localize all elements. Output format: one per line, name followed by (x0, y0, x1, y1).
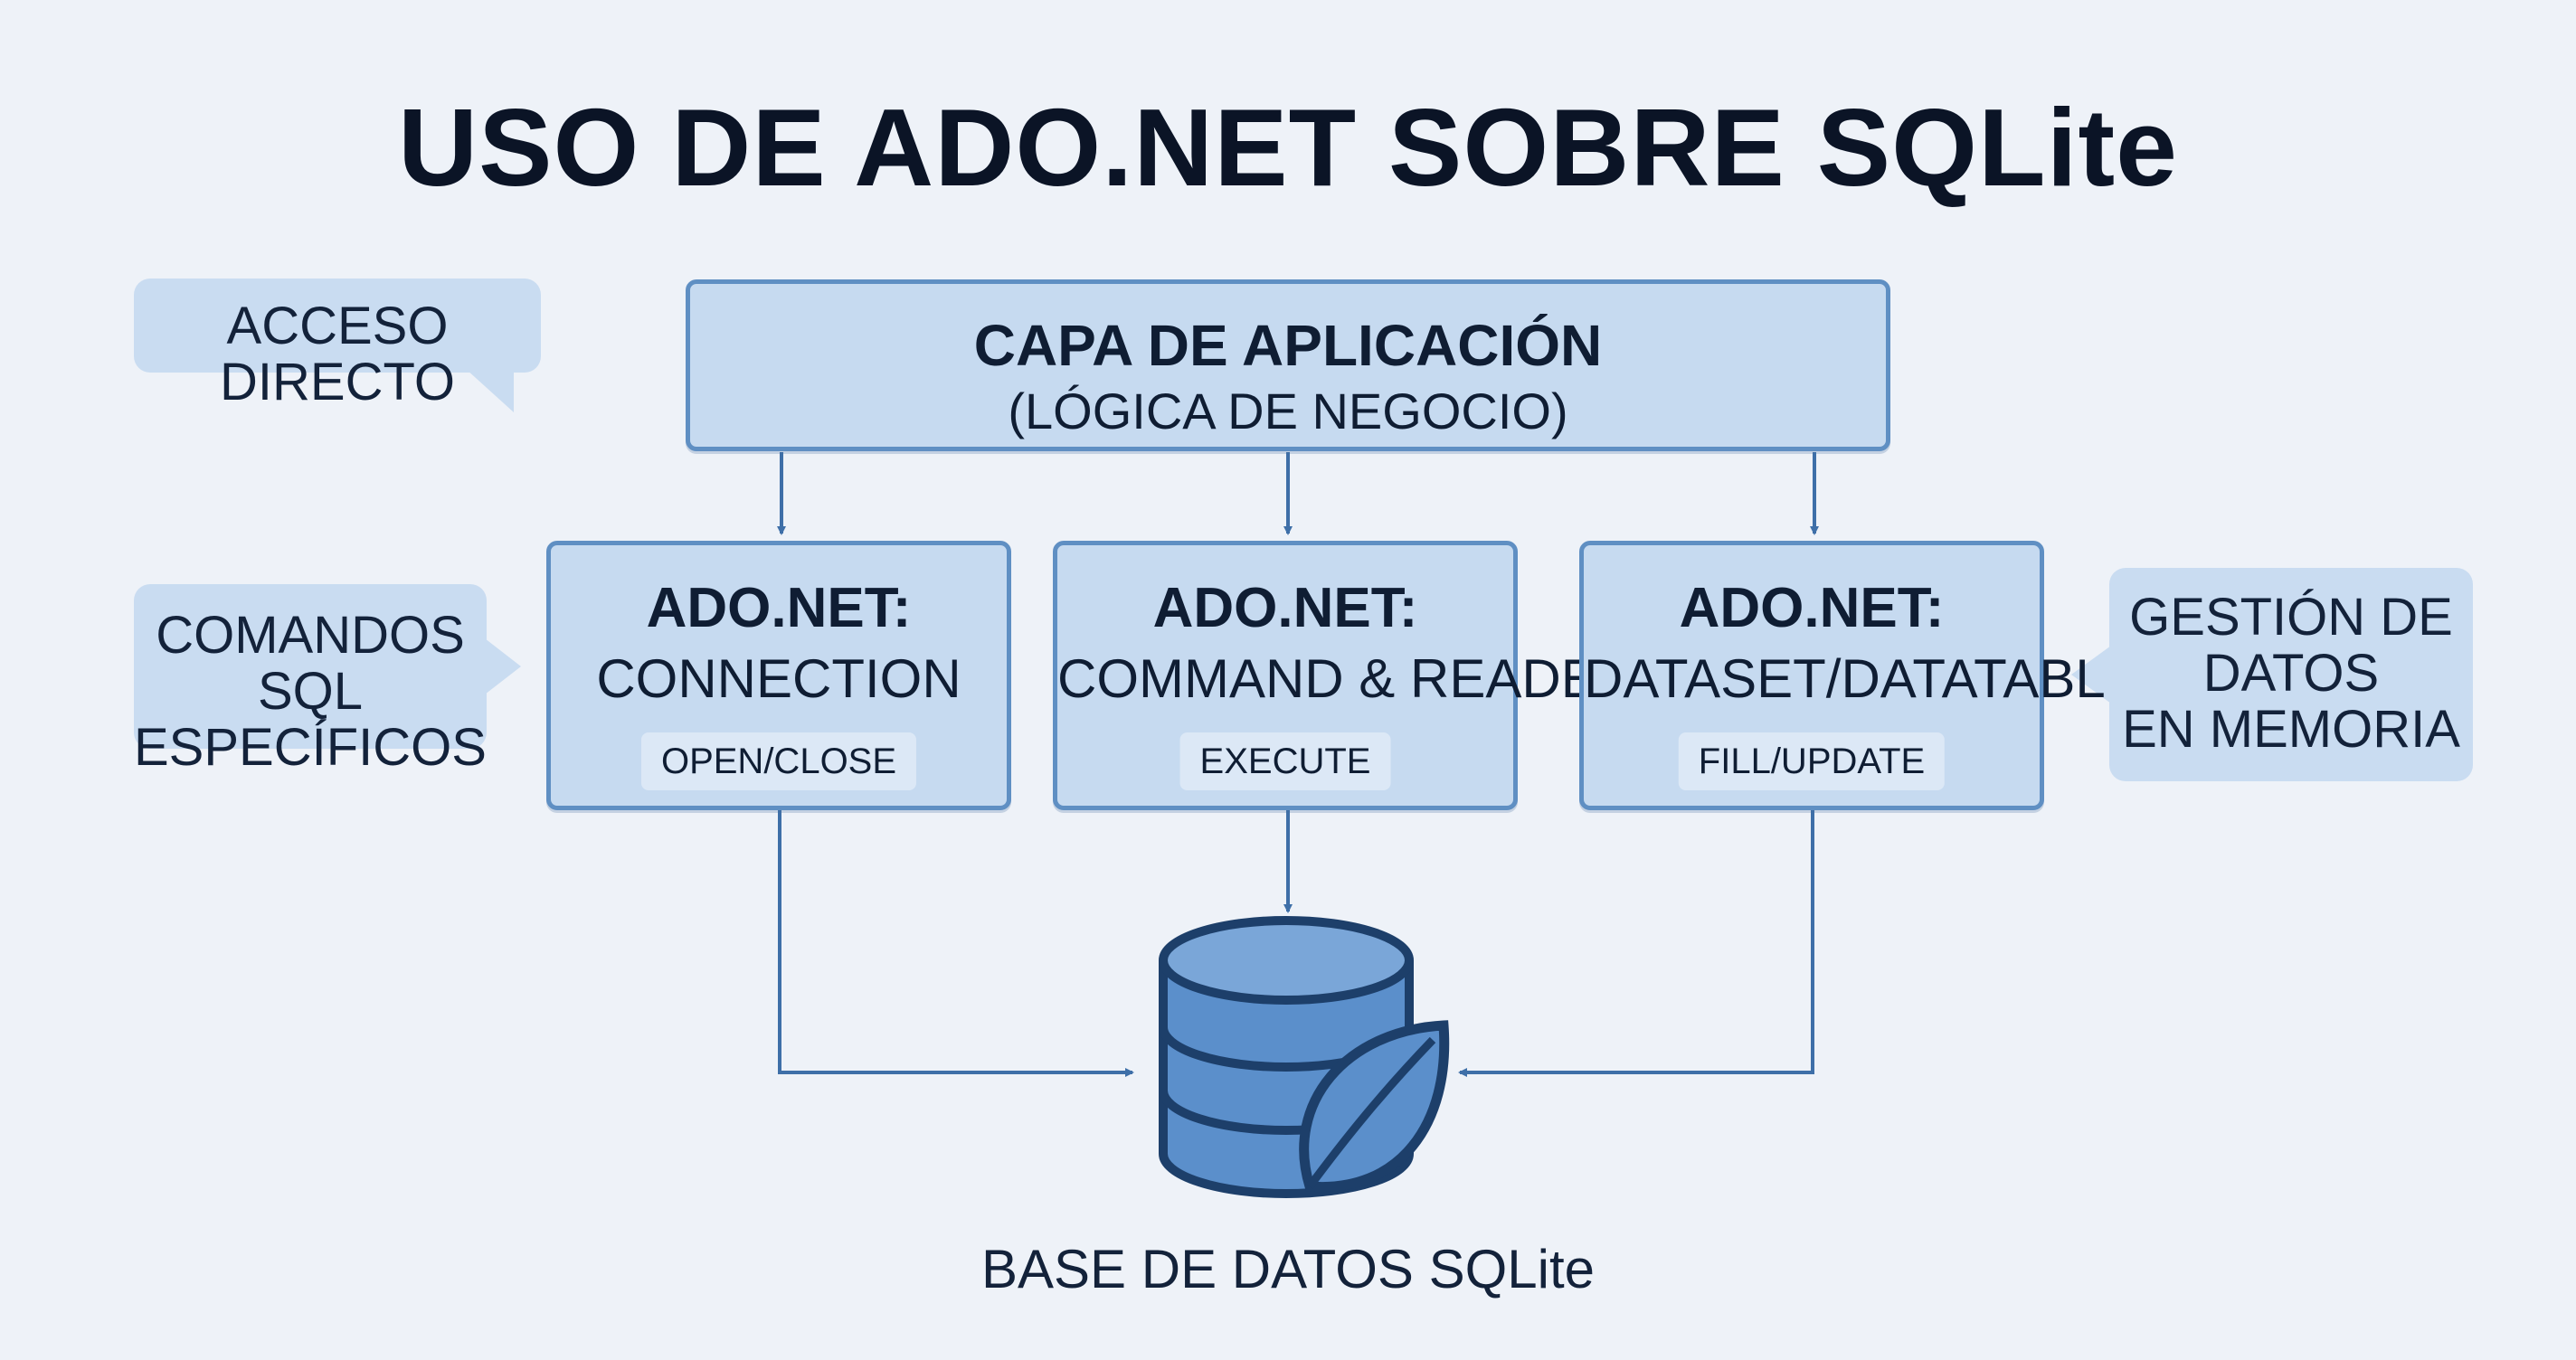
ado-box-title: DATASET/DATATABLE (1584, 648, 2142, 709)
callout-tail-memory (2071, 646, 2111, 704)
callout-line: GESTIÓN DE (2129, 588, 2453, 647)
arrow-dataset-to-db (1458, 810, 1814, 1077)
ado-dataset-box: ADO.NET: DATASET/DATATABLE FILL/UPDATE (1579, 541, 2142, 810)
ado-box-heading: ADO.NET: (646, 577, 912, 639)
ado-box-method-badge: FILL/UPDATE (1678, 732, 1946, 790)
ado-box-heading: ADO.NET: (1679, 577, 1945, 639)
application-layer-subtitle: (LÓGICA DE NEGOCIO) (1008, 382, 1568, 439)
page-title: USO DE ADO.NET SOBRE SQLite (398, 86, 2178, 209)
arrow-connection-to-db (778, 810, 1134, 1077)
callout-line: ESPECÍFICOS (134, 718, 487, 777)
callout-tail-direct-access (466, 369, 514, 412)
ado-box-title: COMMAND & READER (1057, 648, 1637, 709)
callout-line: EN MEMORIA (2122, 700, 2460, 759)
callout-memory-management: GESTIÓN DE DATOS EN MEMORIA (2109, 568, 2473, 781)
ado-box-method-badge: OPEN/CLOSE (640, 732, 917, 790)
callout-line: ACCESO DIRECTO (220, 297, 455, 411)
database-label: BASE DE DATOS SQLite (980, 1239, 1596, 1299)
ado-command-reader-box: ADO.NET: COMMAND & READER EXECUTE (1053, 541, 1637, 810)
ado-box-method-badge: EXECUTE (1179, 732, 1391, 790)
ado-connection-box: ADO.NET: CONNECTION OPEN/CLOSE (546, 541, 1011, 810)
callout-line: DATOS (2202, 644, 2380, 703)
application-layer-title: CAPA DE APLICACIÓN (973, 313, 1603, 378)
callout-direct-access: ACCESO DIRECTO (134, 279, 541, 411)
application-layer-box: CAPA DE APLICACIÓN (LÓGICA DE NEGOCIO) (686, 279, 1890, 451)
ado-box-title: CONNECTION (596, 648, 961, 709)
callout-tail-sql-commands (485, 638, 521, 694)
database-leaf-icon (1159, 916, 1450, 1198)
ado-box-heading: ADO.NET: (1152, 577, 1418, 639)
callout-line: COMANDOS SQL (156, 606, 465, 721)
callout-sql-commands: COMANDOS SQL ESPECÍFICOS (134, 584, 487, 776)
